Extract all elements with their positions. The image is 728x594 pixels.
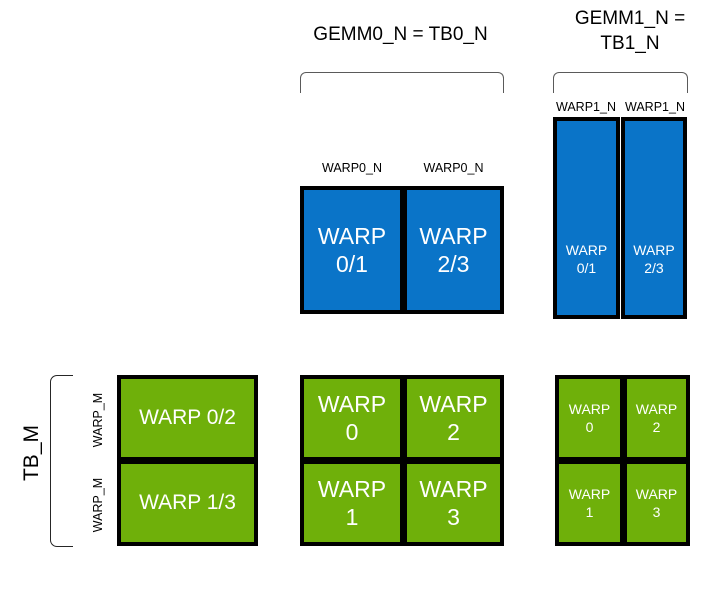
- green-right-cell-warp-2[interactable]: WARP 2: [623, 375, 690, 461]
- blue-cell-warp-0-1[interactable]: WARP 0/1: [300, 186, 404, 314]
- green-middle-cell-warp-1[interactable]: WARP 1: [300, 460, 404, 546]
- green-middle-cell-warp-3[interactable]: WARP 3: [403, 460, 504, 546]
- gemm1-n-bracket: [553, 72, 688, 93]
- warp-m-label-top: WARP_M: [91, 392, 105, 448]
- gemm0-n-title: GEMM0_N = TB0_N: [313, 24, 488, 45]
- warp0-n-label-left: WARP0_N: [322, 161, 382, 175]
- gemm1-n-title-line2: TB1_N: [600, 33, 660, 54]
- gemm0-n-bracket: [300, 72, 504, 93]
- blue-cell-warp-2-3[interactable]: WARP 2/3: [403, 186, 504, 314]
- warp1-n-label-left: WARP1_N: [556, 100, 616, 114]
- green-right-cell-warp-3[interactable]: WARP 3: [623, 460, 690, 546]
- tb-m-axis-label: TB_M: [20, 425, 43, 482]
- warp-m-label-bottom: WARP_M: [91, 477, 105, 533]
- gemm1-n-title-group: GEMM1_N = TB1_N: [545, 6, 715, 56]
- gemm1-n-title-line1: GEMM1_N =: [574, 8, 686, 29]
- blue-right-cell-warp-0-1[interactable]: WARP 0/1: [553, 117, 620, 319]
- warp0-n-label-right: WARP0_N: [423, 161, 484, 175]
- green-left-cell-warp-0-2[interactable]: WARP 0/2: [117, 375, 258, 461]
- green-left-cell-warp-1-3[interactable]: WARP 1/3: [117, 460, 258, 546]
- green-right-cell-warp-0[interactable]: WARP 0: [555, 375, 624, 461]
- warp1-n-label-right: WARP1_N: [625, 100, 685, 114]
- tb-m-bracket: [50, 375, 73, 547]
- green-middle-cell-warp-2[interactable]: WARP 2: [403, 375, 504, 461]
- green-middle-cell-warp-0[interactable]: WARP 0: [300, 375, 404, 461]
- blue-right-cell-warp-2-3[interactable]: WARP 2/3: [621, 117, 687, 319]
- green-right-cell-warp-1[interactable]: WARP 1: [555, 460, 624, 546]
